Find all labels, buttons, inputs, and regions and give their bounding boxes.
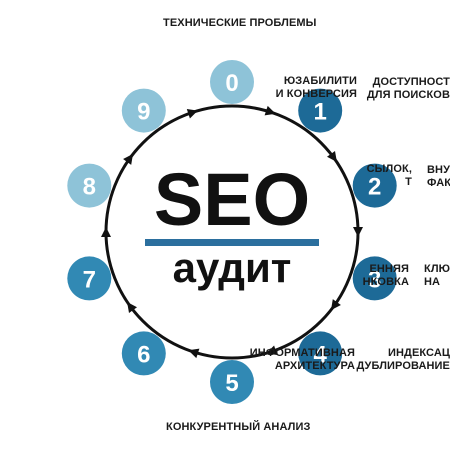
node-number-6: 6 (137, 341, 150, 368)
node-label-line: КОНКУРЕНТНЫЙ АНАЛИЗ (166, 421, 311, 433)
node-circle-1 (298, 88, 343, 133)
node-label-line: ДОСТУПНОСТ (372, 76, 450, 88)
node-label-line: НА (424, 276, 441, 288)
center-title: SEO (154, 158, 310, 241)
ring-arrow-0 (264, 105, 276, 116)
node-circle-6 (121, 331, 166, 376)
node-label-line: ТЕХНИЧЕСКИЕ ПРОБЛЕМЫ (163, 17, 317, 29)
center-subtitle: аудит (173, 244, 292, 291)
node-circle-2 (352, 163, 397, 208)
node-label-line: НКОВКА (362, 276, 409, 288)
center-divider (145, 239, 319, 246)
node-number-8: 8 (83, 174, 96, 201)
node-label-line: СЫЛОК, (366, 163, 412, 175)
ring-arrow-6 (127, 302, 137, 313)
node-circle-4 (298, 331, 343, 376)
node-number-3: 3 (368, 266, 381, 293)
node-label-0: ТЕХНИЧЕСКИЕ ПРОБЛЕМЫ (163, 17, 317, 30)
ring-arrows (101, 105, 363, 359)
node-circle-5 (210, 360, 254, 404)
node-label-line: ИНФОРМАТИВНАЯ (249, 347, 355, 359)
ring-arrow-3 (331, 299, 341, 311)
ring-arrow-9 (186, 109, 198, 119)
node-circle-8 (67, 163, 112, 208)
node-0: 0 (210, 60, 254, 104)
node-4: 4 (298, 331, 343, 376)
node-number-4: 4 (314, 341, 328, 368)
node-7: 7 (67, 256, 112, 301)
ring-arrow-4 (266, 345, 278, 355)
node-8: 8 (67, 163, 112, 208)
node-circle-9 (121, 88, 166, 133)
node-9: 9 (121, 88, 166, 133)
node-number-2: 2 (368, 174, 381, 201)
node-3: 3 (352, 256, 397, 301)
node-label-line: ЮЗАБИЛИТИ (283, 75, 357, 87)
node-circle-3 (352, 256, 397, 301)
node-5: 5 (210, 360, 254, 404)
ring-arrow-2 (353, 227, 363, 237)
node-number-9: 9 (137, 99, 150, 126)
ring-arrow-8 (123, 153, 133, 165)
nodes-layer: 0 1 2 3 4 5 6 7 8 9 (67, 60, 397, 404)
node-label-line: ИНДЕКСАЦ (387, 347, 450, 359)
node-label-line: Т (405, 176, 412, 188)
node-label-line: ДУБЛИРОВАНИЕ (356, 360, 450, 372)
node-label-line: КЛЮ (424, 263, 450, 275)
node-number-0: 0 (225, 70, 238, 97)
node-6: 6 (121, 331, 166, 376)
node-label-8: СЫЛОК,Т (367, 163, 412, 189)
node-number-1: 1 (314, 99, 327, 126)
ring-arrow-7 (101, 227, 111, 237)
ring-arrow-1 (327, 151, 337, 162)
node-circle-0 (210, 60, 254, 104)
node-label-line: И КОНВЕРСИЯ (275, 88, 357, 100)
node-label-2: ВНУФАКТ (427, 164, 450, 190)
node-circle-7 (67, 256, 112, 301)
node-label-line: ДЛЯ ПОИСКОВ (366, 89, 450, 101)
node-1: 1 (298, 88, 343, 133)
node-label-line: АРХИТЕКТУРА (274, 360, 355, 372)
node-number-5: 5 (225, 370, 238, 397)
node-label-line: ЕННЯЯ (369, 263, 409, 275)
node-label-line: ВНУ (427, 164, 450, 176)
node-2: 2 (352, 163, 397, 208)
node-label-5: КОНКУРЕНТНЫЙ АНАЛИЗ (166, 421, 310, 434)
node-number-7: 7 (83, 266, 96, 293)
node-label-line: ФАКТ (427, 177, 450, 189)
ring-arrow-5 (188, 348, 200, 359)
